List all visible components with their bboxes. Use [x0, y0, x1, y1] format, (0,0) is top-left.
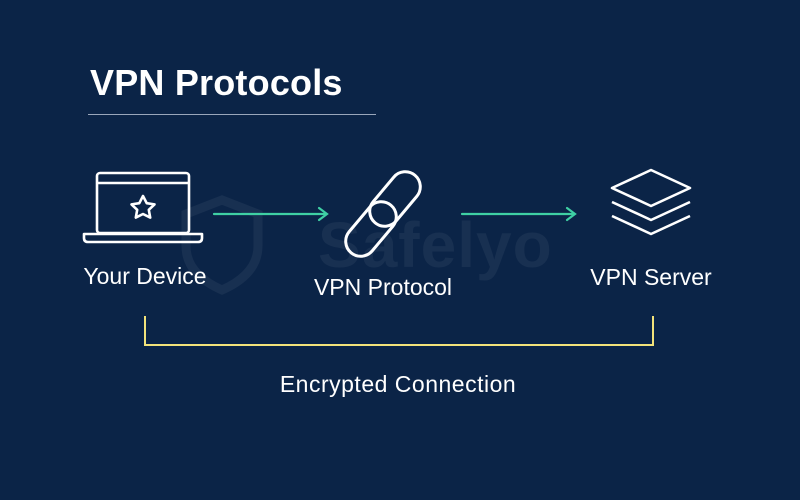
encrypted-connection-bracket [144, 316, 654, 346]
title-underline [88, 114, 376, 115]
chain-link-icon [344, 170, 422, 258]
arrow-protocol-to-server [460, 206, 577, 222]
node-label-device: Your Device [83, 263, 207, 289]
node-label-server: VPN Server [590, 264, 712, 290]
arrow-device-to-protocol [212, 206, 329, 222]
page-title: VPN Protocols [90, 62, 343, 103]
node-label-protocol: VPN Protocol [313, 274, 453, 300]
bracket-caption: Encrypted Connection [279, 371, 517, 397]
laptop-star-icon [82, 171, 204, 244]
stacked-layers-icon [610, 168, 692, 236]
